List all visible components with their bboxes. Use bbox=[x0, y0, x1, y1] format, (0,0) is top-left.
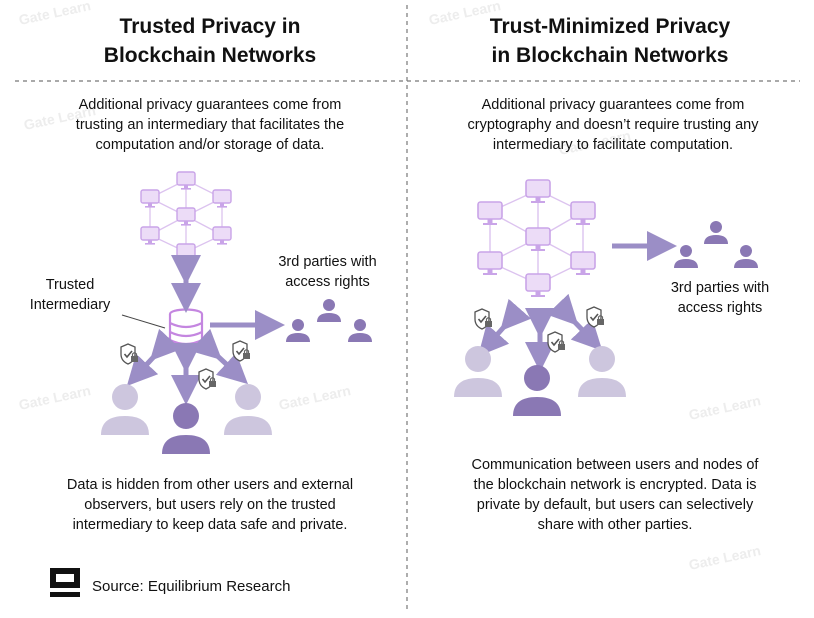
right-third-parties bbox=[674, 221, 758, 268]
right-blockchain-network bbox=[477, 179, 596, 298]
separator-lines bbox=[15, 5, 800, 612]
right-description: Additional privacy guarantees come from … bbox=[467, 97, 759, 153]
left-third-parties bbox=[286, 299, 372, 342]
right-title: Trust-Minimized Privacy in Blockchain Ne… bbox=[489, 15, 731, 67]
right-arrows bbox=[478, 293, 603, 372]
left-third-parties-label: 3rd parties with access rights bbox=[278, 254, 377, 290]
left-blockchain-network bbox=[140, 171, 232, 263]
shield-lock-icon bbox=[198, 368, 217, 390]
shield-lock-icon bbox=[547, 331, 566, 353]
right-third-parties-label: 3rd parties with access rights bbox=[670, 280, 770, 316]
shield-lock-icon bbox=[232, 340, 251, 362]
right-footer-text: Communication between users and nodes of… bbox=[471, 457, 759, 533]
svg-text:Gate Learn: Gate Learn bbox=[687, 542, 762, 573]
database-icon bbox=[168, 308, 204, 346]
svg-text:Gate Learn: Gate Learn bbox=[17, 382, 92, 413]
svg-text:Gate Learn: Gate Learn bbox=[277, 382, 352, 413]
shield-lock-icon bbox=[586, 306, 605, 328]
left-users bbox=[101, 384, 272, 454]
equilibrium-logo bbox=[50, 568, 80, 597]
intermediary-pointer bbox=[121, 314, 166, 329]
left-description: Additional privacy guarantees come from … bbox=[75, 97, 345, 153]
left-arrows bbox=[126, 255, 249, 405]
left-footer-text: Data is hidden from other users and exte… bbox=[66, 477, 354, 533]
shield-lock-icon bbox=[474, 308, 493, 330]
source-caption: Source: Equilibrium Research bbox=[92, 578, 291, 595]
left-title: Trusted Privacy in Blockchain Networks bbox=[103, 15, 317, 67]
svg-text:Gate Learn: Gate Learn bbox=[687, 392, 762, 423]
trusted-intermediary-label: Trusted Intermediary bbox=[29, 277, 111, 313]
shield-lock-icon bbox=[120, 343, 139, 365]
